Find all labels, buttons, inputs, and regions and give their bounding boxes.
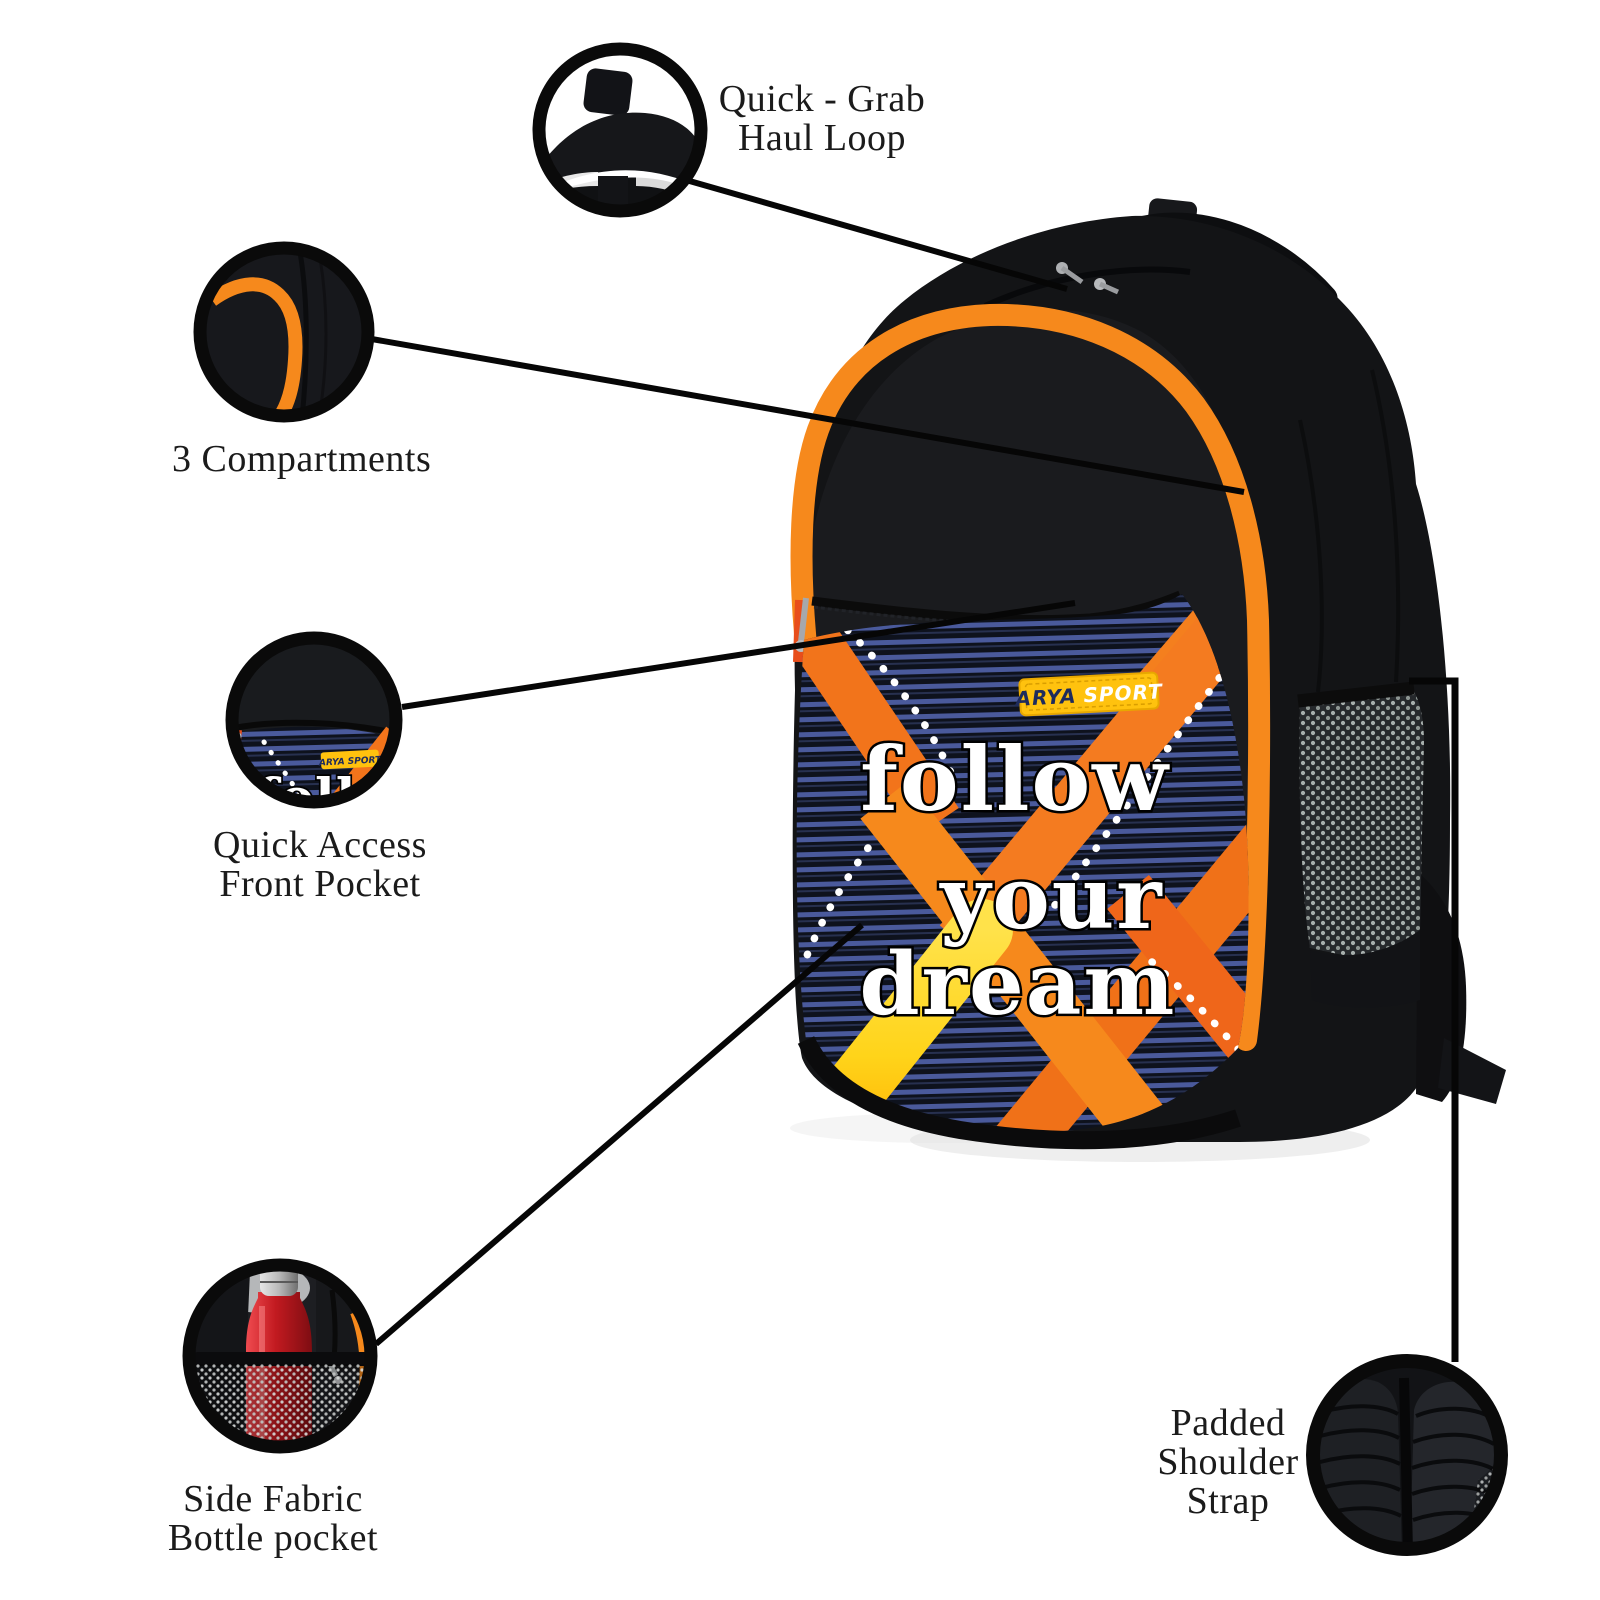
shoulder-strap-ring — [1306, 1354, 1508, 1556]
callout-label-front-pocket: Quick Access Front Pocket — [213, 826, 427, 904]
callout-line-haul-loop — [685, 177, 1068, 292]
mesh-overlay — [190, 1364, 371, 1447]
band-ne-1 — [939, 594, 1249, 963]
callout-label-haul-loop: Quick - Grab Haul Loop — [719, 80, 925, 158]
haul-loop-label-line2: Haul Loop — [737, 116, 907, 159]
callout-line-bottle-pocket — [374, 922, 864, 1347]
compartments-detail — [202, 250, 368, 416]
panel-bottom-binding — [797, 1035, 1241, 1150]
callout-label-compartments: 3 Compartments — [172, 440, 431, 479]
shoulder-strap — [1416, 872, 1506, 1104]
haul-loop-ring — [532, 42, 708, 218]
shoulder-strap-label-line3: Strap — [1186, 1479, 1270, 1522]
callout-line-compartments — [365, 335, 1245, 495]
band-se-2 — [860, 781, 1184, 1132]
orange-piping — [790, 303, 1271, 1051]
mesh-pocket-top-band — [1297, 681, 1415, 708]
slogan-line-2: your — [938, 848, 1163, 949]
shoulder-strap-label-line1: Padded — [1170, 1402, 1286, 1444]
mini-brand-text: ARYA SPORT — [318, 755, 383, 768]
shoulder-strap-label-line2: Shoulder — [1157, 1440, 1299, 1483]
slogan-line-1: follow — [860, 727, 1170, 831]
haul-loop-label-line1: Quick - Grab — [718, 78, 926, 120]
callout-line-front-pocket — [401, 600, 1076, 710]
back-seam-2 — [1370, 369, 1401, 683]
callout-circle-shoulder-strap — [1306, 1354, 1508, 1556]
callout-circle-compartments — [193, 241, 375, 423]
callout-circle-haul-loop — [532, 42, 708, 218]
mesh-pocket-bottom — [1310, 930, 1420, 1008]
front-pocket-zipper-detail — [233, 719, 396, 736]
dome-seam — [983, 266, 1191, 309]
mini-brand-label: ARYA SPORT — [318, 749, 383, 770]
band-se-1 — [796, 597, 959, 837]
bottle-pocket-ring — [182, 1258, 378, 1454]
slogan-line-3: dream — [860, 934, 1177, 1035]
callout-circle-front-pocket: ARYA SPORT follow — [225, 631, 403, 809]
callout-label-bottle-pocket: Side Fabric Bottle pocket — [168, 1480, 378, 1558]
callout-circle-bottle-pocket — [182, 1258, 378, 1454]
band-ne-2 — [993, 815, 1249, 1132]
compartments-ring — [193, 241, 375, 423]
bottle-pocket-label-line1: Side Fabric — [183, 1478, 363, 1520]
main-zipper-pulls — [1056, 262, 1120, 295]
slogan: follow your dream — [857, 725, 1177, 1038]
dotted-accents — [802, 614, 1249, 1082]
compartments-orange-piping — [207, 277, 303, 416]
haul-loop-tab-detail — [583, 68, 633, 116]
brand-name: ARYA — [1013, 684, 1077, 711]
front-pocket-label-line2: Front Pocket — [219, 862, 421, 905]
callout-label-shoulder-strap: Padded Shoulder Strap — [1157, 1404, 1298, 1520]
mesh-side-pocket — [1297, 681, 1424, 1008]
front-pocket-ring — [225, 631, 403, 809]
brand-suffix: SPORT — [1083, 679, 1164, 707]
mesh-top-band — [192, 1352, 371, 1366]
bottle-pocket-label-line2: Bottle pocket — [167, 1516, 379, 1559]
compartments-label-line1: 3 Compartments — [172, 438, 432, 480]
back-seam-1 — [1298, 419, 1324, 693]
callout-lines — [365, 177, 1459, 1362]
callout-line-shoulder-strap — [1409, 677, 1459, 1362]
front-pocket-label-line1: Quick Access — [213, 824, 427, 866]
